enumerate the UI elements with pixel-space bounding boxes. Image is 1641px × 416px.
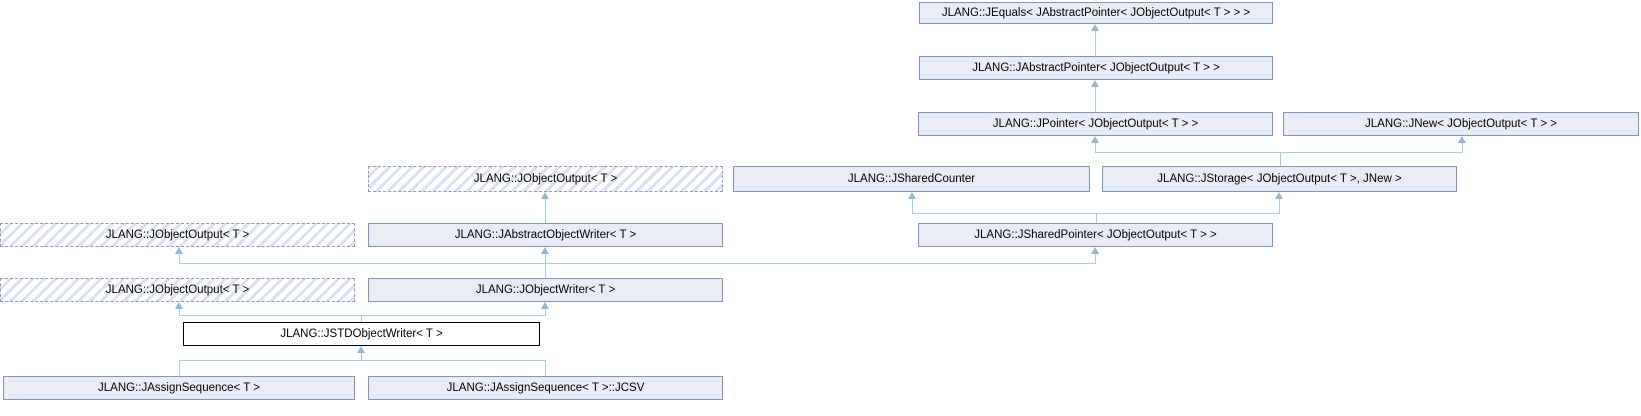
edge-derived-jstdobjectwriter-line <box>361 353 362 360</box>
node-label: JLANG::JSharedPointer< JObjectOutput< T … <box>974 229 1217 241</box>
edge-jsharedpointer-jstorage-line <box>1279 199 1280 213</box>
node-jobject-writer[interactable]: JLANG::JObjectWriter< T > <box>368 278 723 302</box>
edge-jstdobjectwriter-jobjectoutput-line <box>179 309 180 315</box>
node-jnew[interactable]: JLANG::JNew< JObjectOutput< T > > <box>1283 112 1639 136</box>
arrowhead-to-jpointer <box>1091 136 1099 143</box>
edge-jstdobjectwriter-jobjectwriter-line <box>545 309 546 315</box>
node-label: JLANG::JAbstractPointer< JObjectOutput< … <box>972 62 1220 74</box>
arrowhead-to-jequals <box>1091 24 1099 31</box>
node-label: JLANG::JObjectOutput< T > <box>105 284 250 296</box>
node-label: JLANG::JObjectOutput< T > <box>473 173 618 185</box>
node-jobject-output-dup3: JLANG::JObjectOutput< T > <box>0 278 355 302</box>
node-label: JLANG::JSharedCounter <box>847 173 976 185</box>
edge-jstorage-jnew-line <box>1462 143 1463 152</box>
node-jassign-sequence[interactable]: JLANG::JAssignSequence< T > <box>3 376 355 400</box>
edge-jsharedpointer-drop-line <box>1096 213 1097 223</box>
edge-jobjectwriter-bus-line <box>179 263 1096 264</box>
arrowhead-to-jshared-counter <box>908 192 916 199</box>
arrowhead-to-jabstract-pointer <box>1091 80 1099 87</box>
edge-jsharedpointer-jsharedcounter-line <box>912 199 913 213</box>
edge-jassignsequence-drop-line <box>179 360 180 376</box>
node-label: JLANG::JObjectOutput< T > <box>105 229 250 241</box>
node-label: JLANG::JSTDObjectWriter< T > <box>280 328 443 340</box>
node-jassign-sequence-jcsv[interactable]: JLANG::JAssignSequence< T >::JCSV <box>368 376 723 400</box>
edge-derived-bus-line <box>179 360 546 361</box>
edge-jabstractobjectwriter-jobjectoutput-line <box>545 199 546 223</box>
arrowhead-to-jshared-pointer <box>1091 247 1099 254</box>
node-label: JLANG::JAbstractObjectWriter< T > <box>454 229 637 241</box>
node-label: JLANG::JAssignSequence< T > <box>98 382 260 394</box>
arrowhead-to-jnew <box>1458 136 1466 143</box>
node-label: JLANG::JPointer< JObjectOutput< T > > <box>992 118 1199 130</box>
arrowhead-to-jobject-output-dup3 <box>175 302 183 309</box>
edge-jstorage-jpointer-line <box>1095 143 1096 152</box>
edge-jobjectwriter-jsharedpointer-line <box>1095 254 1096 263</box>
node-jstd-object-writer: JLANG::JSTDObjectWriter< T > <box>183 322 540 346</box>
node-jequals[interactable]: JLANG::JEquals< JAbstractPointer< JObjec… <box>919 2 1273 24</box>
node-label: JLANG::JAssignSequence< T >::JCSV <box>446 382 645 394</box>
node-jpointer[interactable]: JLANG::JPointer< JObjectOutput< T > > <box>918 112 1273 136</box>
edge-jpointer-jabstractpointer-line <box>1095 87 1096 112</box>
node-jshared-counter[interactable]: JLANG::JSharedCounter <box>733 166 1090 192</box>
arrowhead-to-jabstract-object-writer <box>541 247 549 254</box>
node-label: JLANG::JStorage< JObjectOutput< T >, JNe… <box>1157 173 1402 185</box>
node-jabstract-object-writer[interactable]: JLANG::JAbstractObjectWriter< T > <box>368 223 723 247</box>
node-jabstract-pointer[interactable]: JLANG::JAbstractPointer< JObjectOutput< … <box>919 56 1273 80</box>
arrowhead-to-jobject-output-dup2 <box>175 247 183 254</box>
arrowhead-to-jobject-output-dup1 <box>541 192 549 199</box>
edge-jcsv-drop-line <box>545 360 546 376</box>
edge-jstorage-bus-line <box>1095 152 1463 153</box>
edge-jstorage-drop-line <box>1280 152 1281 166</box>
edge-jstdobjectwriter-bus-line <box>179 315 546 316</box>
node-label: JLANG::JEquals< JAbstractPointer< JObjec… <box>941 7 1251 19</box>
node-label: JLANG::JNew< JObjectOutput< T > > <box>1365 118 1557 130</box>
node-jobject-output-dup1: JLANG::JObjectOutput< T > <box>368 166 723 192</box>
edge-jabstractpointer-jequals-line <box>1095 31 1096 56</box>
arrowhead-to-jstorage <box>1275 192 1283 199</box>
edge-jstdobjectwriter-drop-line <box>361 315 362 322</box>
node-jshared-pointer[interactable]: JLANG::JSharedPointer< JObjectOutput< T … <box>918 223 1273 247</box>
arrowhead-to-jobject-writer <box>541 302 549 309</box>
node-jstorage[interactable]: JLANG::JStorage< JObjectOutput< T >, JNe… <box>1102 166 1457 192</box>
node-jobject-output-dup2: JLANG::JObjectOutput< T > <box>0 223 355 247</box>
node-label: JLANG::JObjectWriter< T > <box>475 284 616 296</box>
edge-jobjectwriter-jabstractobjectwriter-line <box>545 254 546 278</box>
arrowhead-to-jstd-object-writer <box>357 346 365 353</box>
edge-jobjectwriter-jobjectoutput-line <box>179 254 180 263</box>
